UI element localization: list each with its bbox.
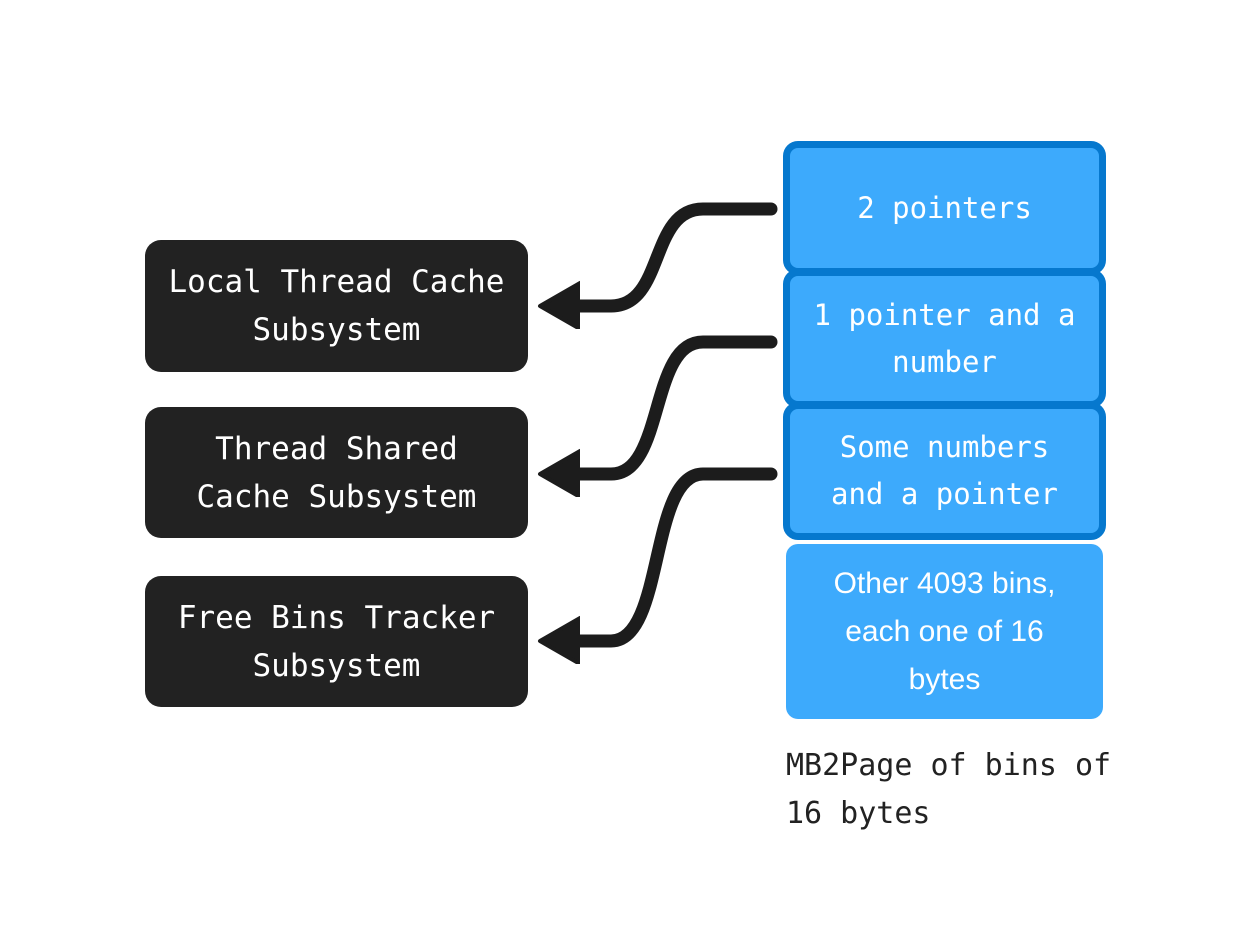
box-label-line: Subsystem [252,312,421,348]
bin-label-line: 2 pointers [857,190,1032,225]
box-label-line: Free Bins Tracker [177,599,496,636]
arrow-bin2-to-thread-shared-cache-icon [579,335,778,474]
box-thread-shared-cache-subsystem: Thread Shared Cache Subsystem [145,407,528,538]
bin-1-pointer-and-a-number: 1 pointer and a number [783,269,1106,408]
bin-some-numbers-and-a-pointer: Some numbers and a pointer [783,402,1106,540]
bin-2-pointers: 2 pointers [783,141,1106,275]
bin-stack-caption: MB2Page of bins of 16 bytes [786,742,1111,838]
bin-label-line: Some numbers [839,430,1050,464]
arrow-bin3-to-free-bins-tracker-icon [579,467,778,641]
box-label-line: Subsystem [252,647,421,684]
box-label-line: Thread Shared [215,430,458,467]
bin-label-line: and a pointer [831,477,1058,511]
bin-label-line: bytes [908,662,981,696]
arrow-bin1-to-local-thread-cache-icon [579,202,778,306]
bin-other-4093-bins: Other 4093 bins, each one of 16 bytes [786,544,1103,719]
caption-line: 16 bytes [786,796,931,831]
bin-label-line: each one of 16 [845,614,1044,648]
caption-line: MB2Page of bins of [786,748,1112,783]
bin-label-line: number [892,344,997,379]
box-label-line: Cache Subsystem [196,478,477,515]
box-free-bins-tracker-subsystem: Free Bins Tracker Subsystem [145,576,528,707]
box-label-line: Local Thread Cache [168,264,505,300]
bin-label-line: 1 pointer and a [813,297,1076,332]
bin-label-line: Other 4093 bins, [833,566,1056,600]
box-local-thread-cache-subsystem: Local Thread Cache Subsystem [145,240,528,372]
